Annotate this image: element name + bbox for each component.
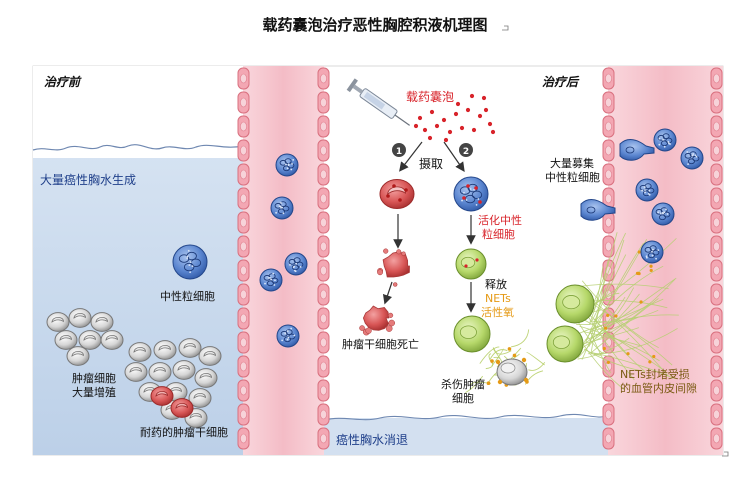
label-nets-block-2: 的血管内皮间隙 — [620, 381, 697, 395]
vesicle-loaded-neutrophil — [453, 176, 489, 212]
label-kill-tumor-2: 细胞 — [452, 392, 474, 405]
dying-tumor-cell — [377, 248, 410, 287]
vessel-neutrophils-left — [259, 153, 308, 348]
label-tumor-proliferation: 大量增殖 — [72, 385, 116, 399]
label-neutrophil: 中性粒细胞 — [160, 289, 215, 303]
tumor-cell-cluster-small — [46, 308, 124, 366]
label-activated-1: 活化中性 — [478, 213, 522, 227]
left-blood-vessel — [237, 66, 330, 455]
dead-tumor-cell — [359, 305, 395, 336]
label-recruit-2: 中性粒细胞 — [545, 170, 600, 184]
page-title: 载药囊泡治疗恶性胸腔积液机理图 — [262, 16, 487, 34]
label-resistant-stem-cells: 耐药的肿瘤干细胞 — [140, 425, 228, 439]
right-blood-vessel — [602, 66, 723, 455]
label-effusion-resolved: 癌性胸水消退 — [336, 432, 408, 447]
netting-neutrophils-right — [546, 284, 595, 363]
header-after-treatment: 治疗后 — [542, 75, 580, 89]
left-effusion-area — [32, 66, 244, 455]
header-before-treatment: 治疗前 — [44, 75, 82, 89]
label-uptake: 摄取 — [419, 156, 443, 171]
syringe-icon — [346, 78, 410, 126]
label-tumor-stem-death: 肿瘤干细胞死亡 — [342, 337, 419, 351]
label-effusion-generated: 大量癌性胸水生成 — [40, 172, 136, 187]
return-mark-icon-2 — [722, 451, 729, 457]
label-ros: 活性氧 — [481, 305, 514, 319]
step-2-badge: 2 — [459, 143, 473, 157]
label-kill-tumor-1: 杀伤肿瘤 — [441, 377, 485, 391]
neutrophil-cell — [172, 244, 208, 280]
svg-text:2: 2 — [463, 147, 469, 157]
uptake-arrows — [399, 141, 465, 172]
label-release: 释放 — [485, 277, 507, 291]
tumor-cell-cluster-large — [124, 338, 222, 428]
effusion-surface-line — [32, 144, 244, 151]
killed-tumor-cell — [495, 357, 529, 386]
label-recruit-1: 大量募集 — [550, 156, 594, 170]
label-nets: NETs — [485, 292, 511, 305]
return-mark-icon — [502, 25, 509, 31]
activated-neutrophil — [455, 248, 487, 280]
svg-text:1: 1 — [396, 147, 402, 157]
arrow-to-dead-cell — [382, 281, 393, 305]
label-drug-vesicles: 载药囊泡 — [406, 89, 454, 104]
label-activated-2: 粒细胞 — [482, 227, 515, 241]
drug-vesicle-dots — [413, 93, 496, 143]
step-1-badge: 1 — [392, 143, 406, 157]
center-effusion-area — [323, 413, 609, 455]
tumor-stem-cell — [379, 179, 415, 209]
vessel-neutrophils-right — [580, 128, 704, 264]
netting-neutrophil — [453, 315, 491, 353]
label-tumor-cells: 肿瘤细胞 — [72, 371, 116, 385]
label-nets-block-1: NETs封堵受损 — [620, 367, 690, 381]
